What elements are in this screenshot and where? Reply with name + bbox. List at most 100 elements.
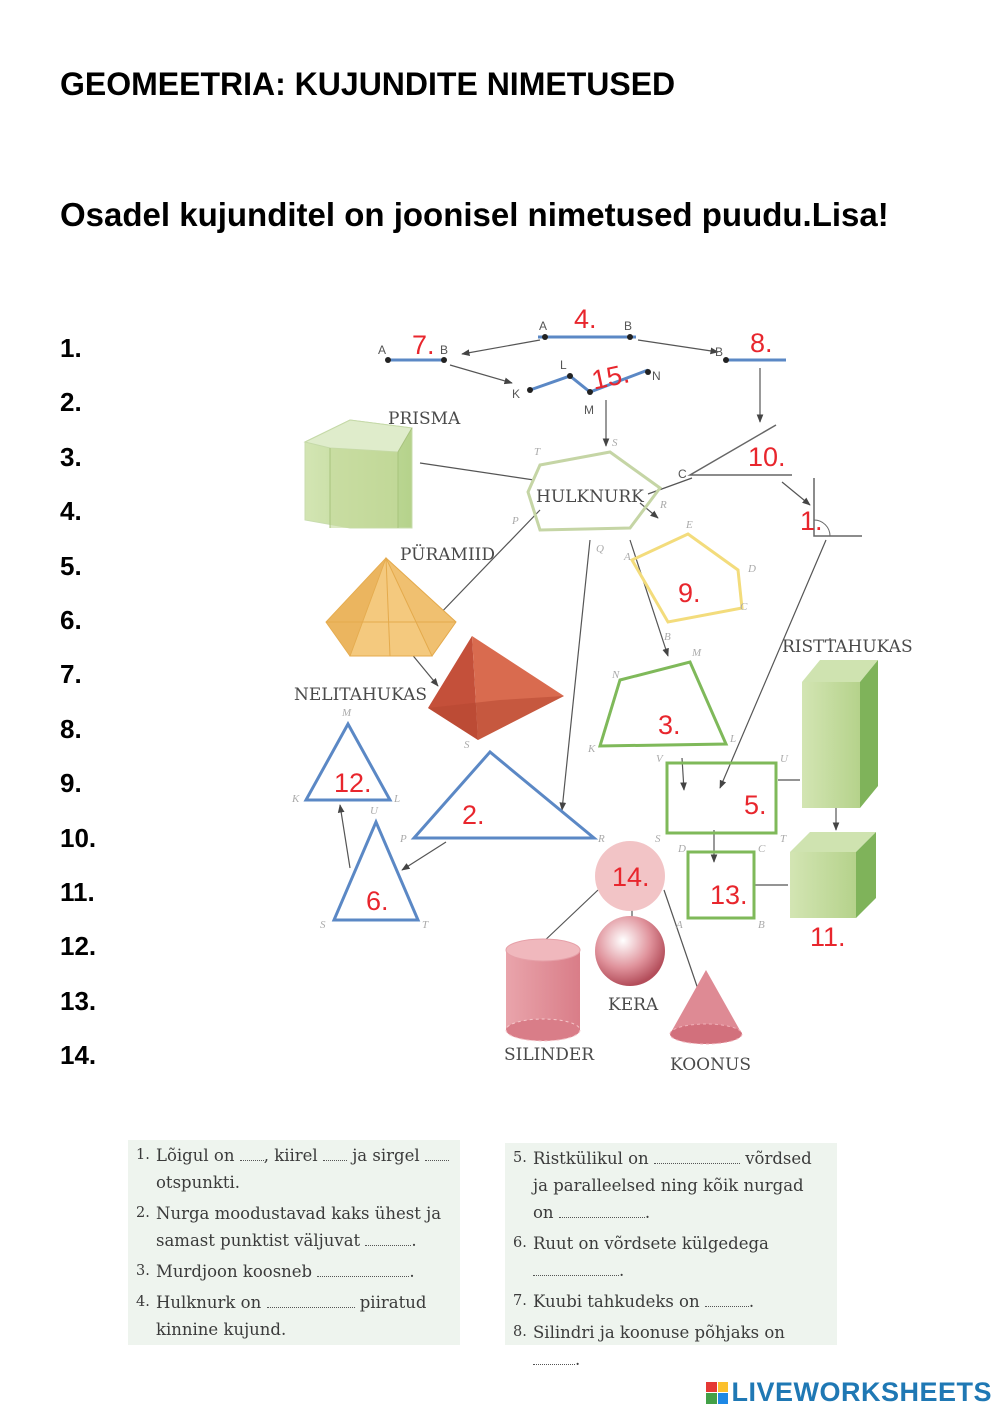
answer-number: 14.	[60, 1040, 97, 1071]
answer-number: 11.	[60, 876, 95, 907]
point-label: M	[584, 403, 594, 417]
point-label: E	[685, 519, 693, 531]
square-shape	[686, 850, 756, 920]
answer-row: 9.	[60, 765, 274, 819]
answer-number: 8.	[60, 713, 82, 744]
label-nelitahukas: NELITAHUKAS	[294, 685, 427, 705]
point-label: T	[780, 833, 787, 845]
point-label: M	[691, 647, 702, 659]
point-label: B	[664, 631, 671, 643]
answer-number: 9.	[60, 768, 82, 799]
page-title: GEOMEETRIA: KUJUNDITE NIMETUSED	[60, 66, 676, 102]
answer-row: 5.	[60, 548, 274, 602]
answer-number: 12.	[60, 931, 97, 962]
answer-row: 14.	[60, 1037, 274, 1091]
answer-row: 8.	[60, 711, 274, 765]
point-label: B	[624, 319, 632, 333]
point-label: B	[715, 345, 723, 359]
label-koonus: KOONUS	[670, 1055, 751, 1075]
trapezoid-shape	[597, 660, 729, 748]
exercise-item: 3. Murdjoon koosneb .	[136, 1262, 415, 1281]
answer-number: 5.	[60, 550, 82, 581]
blank-field[interactable]	[653, 1149, 740, 1164]
answer-row: 1.	[60, 330, 274, 384]
label-puramiid: PÜRAMIID	[400, 544, 495, 565]
marker-5: 5.	[744, 790, 767, 820]
exercise-item: 8. Silindri ja koonuse põhjaks on .	[513, 1323, 785, 1369]
blank-field[interactable]	[558, 1203, 645, 1218]
exercise-item: 5. Ristkülikul on võrdsed ja paralleelse…	[513, 1149, 812, 1222]
point-label: B	[440, 343, 448, 357]
instruction-text: Osadel kujunditel on joonisel nimetused …	[60, 196, 889, 233]
point-label: S	[320, 919, 326, 931]
logo-icon	[706, 1381, 729, 1404]
point-label: B	[758, 919, 765, 931]
point-label: T	[422, 919, 429, 931]
marker-14: 14.	[612, 862, 650, 892]
label-kera: KERA	[608, 995, 659, 1015]
point-label: M	[341, 707, 352, 719]
answer-number: 2.	[60, 387, 82, 418]
line-segments	[385, 334, 862, 537]
answer-row: 11.	[60, 874, 274, 928]
point-label: A	[539, 319, 547, 333]
marker-13: 13.	[710, 880, 748, 910]
blank-field[interactable]	[266, 1293, 355, 1308]
answer-number: 6.	[60, 604, 82, 635]
point-label: K	[291, 793, 300, 805]
rectangle-shape	[665, 761, 778, 835]
point-label: L	[393, 793, 400, 805]
blank-field[interactable]	[533, 1350, 575, 1365]
answer-list: 1. 2. 3. 4. 5. 6. 7. 8. 9. 10. 11. 12. 1…	[60, 330, 274, 1091]
point-label: K	[587, 743, 596, 755]
exercise-box-right: 5. Ristkülikul on võrdsed ja paralleelse…	[505, 1143, 837, 1369]
blank-field[interactable]	[322, 1146, 347, 1161]
triangle-shape	[331, 818, 421, 922]
tetrahedron-shape	[428, 636, 564, 740]
label-silinder: SILINDER	[504, 1045, 595, 1065]
blank-field[interactable]	[239, 1146, 264, 1161]
answer-number: 13.	[60, 985, 97, 1016]
triangle-shape	[410, 749, 599, 840]
marker-10: 10.	[748, 442, 786, 472]
sphere-shape	[595, 916, 665, 986]
point-label: C	[758, 843, 766, 855]
cylinder-shape	[505, 938, 581, 1042]
label-hulknurk: HULKNURK	[536, 487, 644, 507]
marker-7: 7.	[412, 330, 435, 360]
pyramid-shape	[325, 556, 457, 657]
marker-15: 15.	[589, 358, 632, 395]
exercise-box-left: 1. Lõigul on , kiirel ja sirgel otspunkt…	[128, 1140, 460, 1345]
exercise-item: 4. Hulknurk on piiratud kinnine kujund.	[136, 1293, 427, 1339]
point-label: L	[729, 733, 736, 745]
answer-row: 6.	[60, 602, 274, 656]
polygon-shape	[526, 450, 663, 532]
exercise-item: 1. Lõigul on , kiirel ja sirgel otspunkt…	[136, 1142, 452, 1196]
cone-shape	[669, 970, 743, 1045]
marker-3: 3.	[658, 710, 681, 740]
exercise-item: 6. Ruut on võrdsete külgedega .	[513, 1234, 769, 1280]
point-label: V	[656, 753, 664, 765]
point-label: C	[740, 601, 748, 613]
point-label: S	[655, 833, 661, 845]
answer-row: 4.	[60, 493, 274, 547]
cuboid-shape	[802, 660, 878, 808]
pentagon-shape	[629, 532, 744, 624]
marker-6: 6.	[366, 886, 389, 916]
point-label: D	[747, 563, 756, 575]
blank-field[interactable]	[317, 1262, 410, 1277]
point-label: S	[464, 739, 470, 751]
blank-field[interactable]	[424, 1146, 449, 1161]
cube-shape	[790, 832, 876, 918]
answer-row: 12.	[60, 928, 274, 982]
blank-field[interactable]	[704, 1292, 749, 1307]
marker-1: 1.	[800, 506, 823, 536]
marker-2: 2.	[462, 800, 485, 830]
answer-number: 7.	[60, 659, 82, 690]
circle-shape	[595, 841, 665, 911]
blank-field[interactable]	[365, 1231, 412, 1246]
connector-arrows	[337, 339, 840, 996]
answer-number: 10.	[60, 822, 97, 853]
blank-field[interactable]	[533, 1261, 619, 1276]
